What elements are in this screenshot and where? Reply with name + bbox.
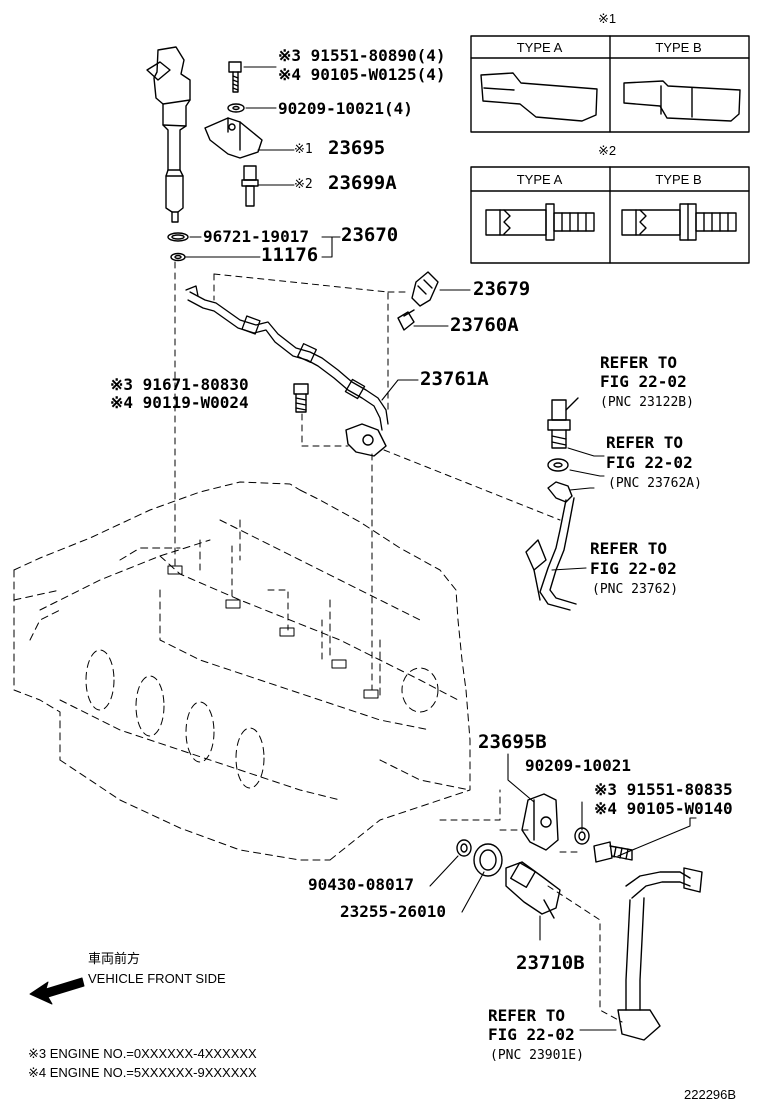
footnote-3: ※3 ENGINE NO.=0XXXXXX-4XXXXXX xyxy=(28,1046,257,1061)
clamp-label: 23695 xyxy=(328,137,386,159)
refer-3-fig: FIG 22-02 xyxy=(590,559,677,578)
pump-seal-label: 23255-26010 xyxy=(340,902,446,921)
stud-icon xyxy=(241,165,259,207)
stud-marker-label: ※2 xyxy=(294,177,313,192)
clamp-icon xyxy=(204,117,263,159)
pump-bracket-label: 23695B xyxy=(478,731,547,753)
refer-4-pnc: (PNC 23901E) xyxy=(490,1048,584,1063)
suction-valve-icon xyxy=(505,861,561,919)
injector-gasket-label: 11176 xyxy=(261,244,319,266)
type-box-clamp xyxy=(470,35,750,133)
pipe-leader-lines xyxy=(381,289,471,401)
injector-icon xyxy=(146,46,191,223)
stud-label: 23699A xyxy=(328,172,397,194)
refer-3-pnc: (PNC 23762) xyxy=(592,582,679,597)
pump-washer-label: 90209-10021 xyxy=(525,756,631,775)
refer-1-fig: FIG 22-02 xyxy=(600,372,687,391)
type-box-2-header-b: TYPE B xyxy=(655,172,702,187)
refer-1-pnc: (PNC 23122B) xyxy=(600,395,694,410)
refer-3-title: REFER TO xyxy=(590,539,668,558)
leak-pipe-bolt-label-line1: ※3 91671-80830 xyxy=(110,375,249,394)
injector-oring-label: 96721-19017 xyxy=(203,227,309,246)
clamp-type-b-icon xyxy=(623,80,741,122)
leak-pipe-end-icon xyxy=(345,423,387,457)
refer-2-fig: FIG 22-02 xyxy=(606,453,693,472)
refer-1-title: REFER TO xyxy=(600,353,678,372)
refer-2-pnc: (PNC 23762A) xyxy=(608,476,702,491)
injector-oring-icon xyxy=(167,232,189,242)
injector-washer-label: 90209-10021(4) xyxy=(278,99,413,118)
pump-bolt-label-line2: ※4 90105-W0140 xyxy=(594,799,733,818)
suction-valve-label: 23710B xyxy=(516,952,585,974)
injector-leader-lines xyxy=(185,66,341,258)
type-box-1-header-a: TYPE A xyxy=(516,40,563,55)
pump-oring-icon xyxy=(456,839,472,857)
type-box-1-marker: ※1 xyxy=(598,11,617,26)
refer-4-title: REFER TO xyxy=(488,1006,566,1025)
engine-block-outline xyxy=(13,481,471,861)
pump-oring-label: 90430-08017 xyxy=(308,875,414,894)
stud-type-b-icon xyxy=(621,203,737,241)
fuel-hose-icon xyxy=(617,867,703,1041)
footnote-4: ※4 ENGINE NO.=5XXXXXX-9XXXXXX xyxy=(28,1065,257,1080)
gasket-set-label: 23760A xyxy=(450,314,519,336)
pump-seal-icon xyxy=(473,843,503,877)
injector-bolt-label-line1: ※3 91551-80890(4) xyxy=(278,46,446,65)
figure-id: 222296B xyxy=(684,1087,737,1102)
vehicle-front-arrow-icon xyxy=(29,977,85,1005)
leak-pipe-bolt-label-line2: ※4 90119-W0024 xyxy=(110,393,249,412)
union-bolt-label: 23679 xyxy=(473,278,531,300)
leak-pipe-icon xyxy=(185,285,389,431)
type-box-1-header-b: TYPE B xyxy=(655,40,702,55)
leak-pipe-bolt-icon xyxy=(293,383,309,413)
pump-leader-lines xyxy=(429,753,697,1031)
rail-gasket-icon xyxy=(547,458,569,472)
injector-gasket-icon xyxy=(170,252,186,262)
dashed-guide-lines xyxy=(174,261,623,1023)
refer-2-title: REFER TO xyxy=(606,433,684,452)
type-box-stud xyxy=(470,166,750,264)
leak-pipe-label: 23761A xyxy=(420,368,489,390)
refer-4-fig: FIG 22-02 xyxy=(488,1025,575,1044)
rail-leader-lines xyxy=(551,447,605,571)
pump-bracket-icon xyxy=(521,793,559,851)
stud-type-a-icon xyxy=(485,203,595,241)
bolt-icon xyxy=(228,61,242,93)
rail-pipe-icon xyxy=(525,481,577,611)
vehicle-front-label: VEHICLE FRONT SIDE xyxy=(88,971,226,986)
washer-icon xyxy=(227,103,245,113)
engine-bolt-bosses xyxy=(167,565,379,699)
pressure-sensor-icon xyxy=(547,397,579,449)
clamp-marker-label: ※1 xyxy=(294,142,313,157)
union-bolt-icon xyxy=(411,271,439,307)
injector-bolt-label-line2: ※4 90105-W0125(4) xyxy=(278,65,446,84)
pump-bolt-icon xyxy=(593,841,633,863)
engine-cylinder-bores xyxy=(85,649,439,789)
vehicle-front-japanese: 車両前方 xyxy=(88,951,141,966)
clamp-type-a-icon xyxy=(480,72,598,122)
pump-bolt-label-line1: ※3 91551-80835 xyxy=(594,780,733,799)
type-box-2-header-a: TYPE A xyxy=(516,172,563,187)
injector-assembly-label: 23670 xyxy=(341,224,399,246)
type-box-2-marker: ※2 xyxy=(598,143,617,158)
gasket-set-icon xyxy=(397,309,415,331)
